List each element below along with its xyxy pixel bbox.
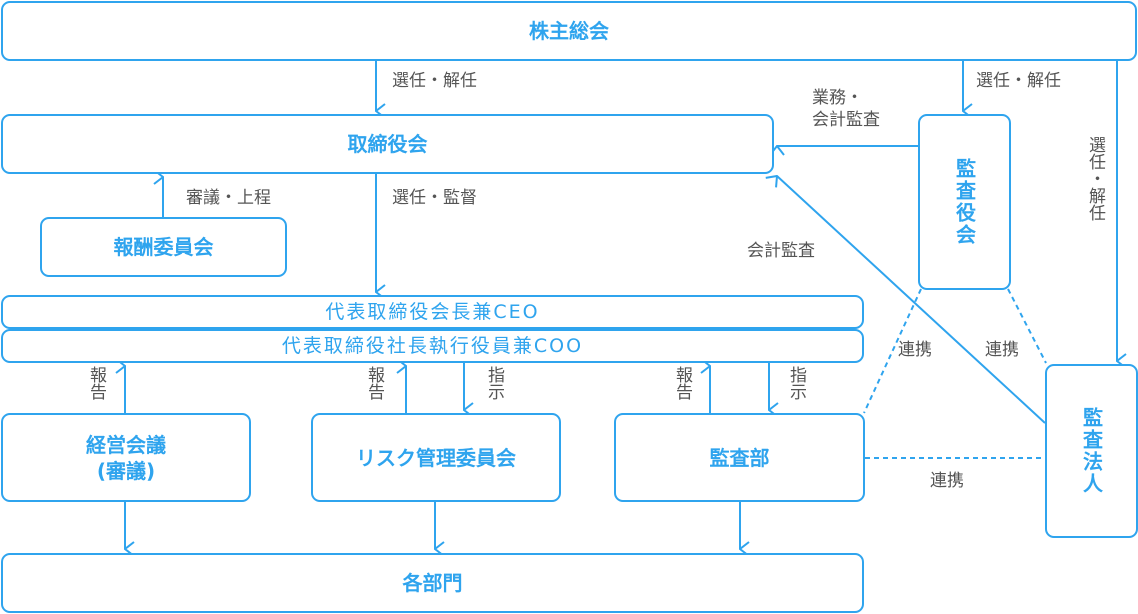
president-coo-box: 代表取締役社長執行役員兼COO (1, 329, 864, 363)
label-cooperation-left: 連携 (898, 340, 932, 360)
compensation-committee-box: 報酬委員会 (40, 217, 287, 277)
dashed-audit-board-auditor (1007, 288, 1047, 364)
shareholders-meeting-box: 株主総会 (1, 1, 1137, 61)
label-report-mgmt: 報告 (86, 366, 106, 400)
audit-firm-box: 監査法人 (1045, 364, 1138, 538)
label-instruct-audit: 指示 (786, 366, 806, 400)
label-instruct-risk: 指示 (484, 366, 504, 400)
label-business-accounting-audit: 業務・ 会計監査 (812, 88, 880, 130)
arrow-auditor-to-board (777, 176, 1046, 424)
audit-board-box: 監査役会 (918, 114, 1011, 290)
dashed-audit-board-internal-audit (863, 288, 922, 414)
board-of-directors-box: 取締役会 (1, 114, 774, 174)
label-cooperation-bottom: 連携 (930, 471, 964, 491)
internal-audit-box: 監査部 (614, 413, 865, 502)
label-cooperation-right: 連携 (985, 340, 1019, 360)
label-report-risk: 報告 (364, 366, 384, 400)
label-elect-dismiss-audit-board: 選任・解任 (976, 71, 1061, 91)
label-report-audit: 報告 (672, 366, 692, 400)
label-elect-supervise: 選任・監督 (392, 188, 477, 208)
label-elect-dismiss-auditor: 選任・解任 (1085, 136, 1105, 221)
risk-committee-box: リスク管理委員会 (311, 413, 561, 502)
chairman-ceo-box: 代表取締役会長兼CEO (1, 295, 864, 329)
management-meeting-box: 経営会議 (審議) (1, 413, 251, 502)
departments-box: 各部門 (1, 553, 864, 613)
label-accounting-audit: 会計監査 (747, 241, 815, 261)
label-elect-dismiss-board: 選任・解任 (392, 71, 477, 91)
label-deliberation-submission: 審議・上程 (186, 188, 271, 208)
